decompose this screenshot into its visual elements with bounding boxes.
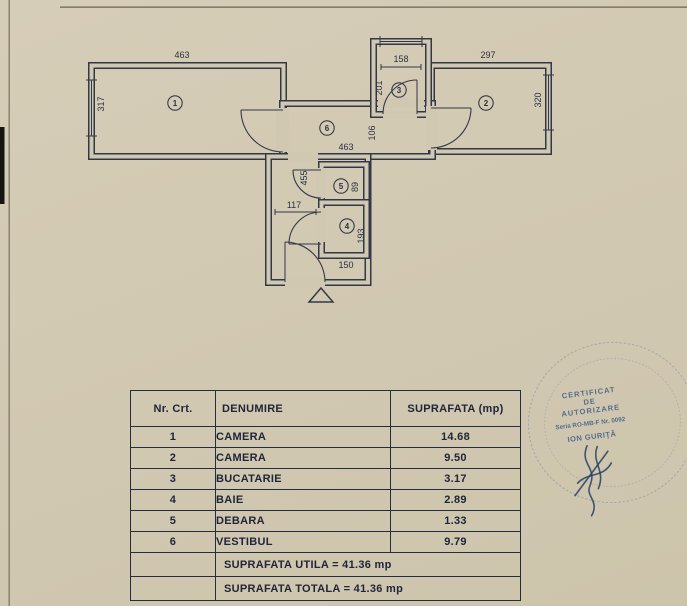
room-markers: 1 2 3 4 5 6 bbox=[167, 82, 494, 234]
room-marker-5: 5 bbox=[333, 178, 349, 194]
opening-room-2 bbox=[426, 106, 437, 150]
cell-area: 9.79 bbox=[390, 531, 521, 553]
signature bbox=[574, 444, 613, 517]
certification-stamp: CERTIFICAT DE AUTORIZARE Seria RO-MB-F N… bbox=[527, 341, 687, 517]
window-kitchen bbox=[379, 36, 423, 47]
cell-nr: 3 bbox=[130, 468, 216, 490]
windows bbox=[86, 36, 554, 137]
opening-entrance bbox=[285, 278, 325, 287]
door-openings bbox=[276, 98, 437, 287]
cell-name: BUCATARIE bbox=[215, 468, 391, 490]
cell-nr: 5 bbox=[130, 510, 216, 532]
door-kitchen bbox=[382, 79, 418, 115]
door-room-1 bbox=[240, 109, 284, 153]
dim-hall-length: 455 bbox=[299, 170, 309, 185]
table-footer-utila-row: SUPRAFATA UTILA = 41.36 mp bbox=[130, 552, 521, 577]
cell-name: DEBARA bbox=[215, 510, 391, 532]
window-room-1 bbox=[86, 79, 97, 137]
table-footer-totala-row: SUPRAFATA TOTALA = 41.36 mp bbox=[130, 576, 521, 601]
cell-area: 2.89 bbox=[390, 489, 521, 511]
table-row: 5 DEBARA 1.33 bbox=[130, 510, 521, 532]
dim-room1-width: 463 bbox=[174, 50, 189, 60]
opening-debara bbox=[316, 168, 326, 198]
cell-area: 14.68 bbox=[390, 426, 521, 448]
entrance-arrow bbox=[307, 286, 335, 303]
cell-name: CAMERA bbox=[215, 447, 391, 469]
dim-room2-depth: 320 bbox=[533, 92, 543, 107]
stamp-outer-ring bbox=[527, 341, 687, 504]
room-marker-2: 2 bbox=[478, 95, 494, 111]
dim-debara-depth: 89 bbox=[350, 182, 360, 192]
footer-suprafata-totala: SUPRAFATA TOTALA = 41.36 mp bbox=[215, 576, 521, 601]
cell-nr: 4 bbox=[130, 489, 216, 511]
table-row: 2 CAMERA 9.50 bbox=[130, 447, 521, 469]
table-row: 3 BUCATARIE 3.17 bbox=[130, 468, 521, 490]
dim-hall-width: 117 bbox=[287, 200, 301, 210]
cell-area: 1.33 bbox=[390, 510, 521, 532]
cell-name: CAMERA bbox=[215, 426, 391, 448]
room-number-5: 5 bbox=[339, 182, 344, 191]
cell-empty bbox=[130, 552, 216, 577]
cell-name: VESTIBUL bbox=[215, 531, 391, 553]
col-header-area: SUPRAFATA (mp) bbox=[390, 390, 521, 427]
room-marker-4: 4 bbox=[339, 218, 355, 234]
table-header-row: Nr. Crt. DENUMIRE SUPRAFATA (mp) bbox=[130, 390, 521, 427]
stamp-line-5: ION GURIŢĂ bbox=[567, 429, 617, 444]
scan-edge-line-left bbox=[8, 0, 10, 606]
room-number-6: 6 bbox=[325, 124, 330, 133]
door-debara bbox=[292, 169, 322, 199]
room-number-2: 2 bbox=[484, 99, 489, 108]
cell-nr: 2 bbox=[130, 447, 216, 469]
door-entrance bbox=[284, 241, 326, 283]
opening-hall bbox=[288, 152, 318, 161]
room-marker-3: 3 bbox=[391, 82, 407, 98]
cell-nr: 1 bbox=[130, 426, 216, 448]
table-row: 6 VESTIBUL 9.79 bbox=[130, 531, 521, 553]
cell-empty bbox=[130, 576, 216, 601]
cell-nr: 6 bbox=[130, 531, 216, 553]
opening-room-1 bbox=[276, 108, 289, 152]
dim-bath-depth: 193 bbox=[356, 228, 366, 243]
col-header-nr: Nr. Crt. bbox=[130, 390, 216, 427]
dim-bath-width: 150 bbox=[338, 260, 353, 270]
room-number-4: 4 bbox=[345, 222, 350, 231]
door-room-2 bbox=[430, 107, 472, 149]
walls bbox=[88, 38, 552, 286]
cell-name: BAIE bbox=[215, 489, 391, 511]
dim-kitchen-width: 158 bbox=[393, 54, 408, 64]
scan-edge-line-top bbox=[60, 6, 687, 8]
col-header-name: DENUMIRE bbox=[215, 390, 391, 427]
room-marker-1: 1 bbox=[167, 95, 183, 111]
room-marker-6: 6 bbox=[319, 120, 335, 136]
window-room-2 bbox=[543, 74, 554, 131]
dim-room1-depth: 317 bbox=[96, 96, 106, 111]
cell-area: 9.50 bbox=[390, 447, 521, 469]
dim-vestibule-width: 463 bbox=[338, 142, 353, 152]
dimension-labels: 463 317 297 320 158 201 106 463 455 117 … bbox=[96, 50, 543, 270]
opening-bath bbox=[316, 208, 326, 242]
room-number-1: 1 bbox=[173, 99, 178, 108]
dim-room2-width: 297 bbox=[480, 50, 495, 60]
cell-area: 3.17 bbox=[390, 468, 521, 490]
dim-vestibule-depth: 106 bbox=[367, 125, 377, 140]
table-row: 4 BAIE 2.89 bbox=[130, 489, 521, 511]
room-number-3: 3 bbox=[397, 86, 402, 95]
area-table-wrap: Nr. Crt. DENUMIRE SUPRAFATA (mp) 1 CAMER… bbox=[130, 390, 521, 601]
dimension-lines bbox=[274, 64, 422, 215]
stamp-inner-ring bbox=[543, 357, 681, 488]
room-1-wall bbox=[88, 62, 287, 160]
scan-dark-mark bbox=[0, 127, 5, 204]
room-1-wall-core bbox=[89, 63, 286, 159]
opening-under-kitchen bbox=[378, 98, 424, 108]
stamp-line-2: DE bbox=[583, 396, 596, 406]
table-row: 1 CAMERA 14.68 bbox=[130, 426, 521, 448]
area-table: Nr. Crt. DENUMIRE SUPRAFATA (mp) 1 CAMER… bbox=[130, 390, 521, 601]
footer-suprafata-utila: SUPRAFATA UTILA = 41.36 mp bbox=[215, 552, 521, 577]
dim-kitchen-depth: 201 bbox=[374, 80, 384, 95]
opening-kitchen-door bbox=[383, 110, 417, 119]
